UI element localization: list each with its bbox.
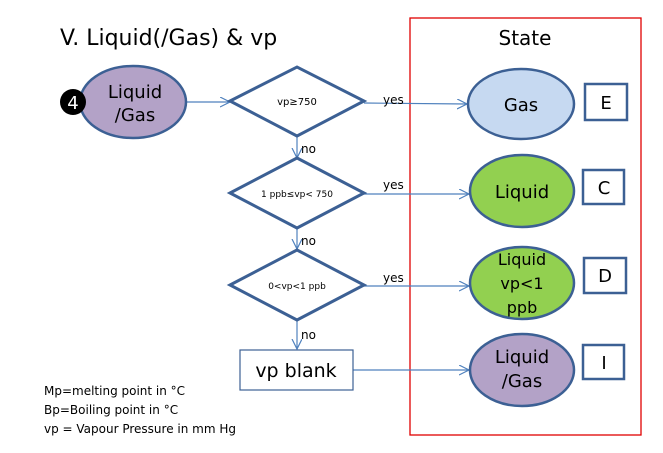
decision-diamond bbox=[226, 248, 368, 322]
vp-blank-node: vp blank bbox=[239, 349, 354, 391]
step-badge bbox=[60, 89, 86, 115]
state-label-line1: Liquid bbox=[495, 347, 549, 368]
state-ellipse bbox=[468, 332, 576, 408]
state-code-box bbox=[582, 256, 628, 295]
state-panel-title: State bbox=[499, 26, 552, 50]
state-liquid-gas: Liquid /Gas I bbox=[468, 332, 626, 408]
diagram-title: V. Liquid(/Gas) & vp bbox=[60, 26, 277, 51]
d2-yes-label: yes bbox=[383, 178, 404, 192]
d3-yes-label: yes bbox=[383, 271, 404, 285]
state-code-box bbox=[583, 82, 629, 122]
state-code: I bbox=[601, 353, 606, 374]
decision-diamond bbox=[226, 156, 368, 230]
d2-no-label: no bbox=[301, 234, 316, 248]
d1-no-label: no bbox=[301, 142, 316, 156]
state-ellipse bbox=[468, 245, 576, 321]
state-gas: Gas E bbox=[466, 67, 629, 141]
state-label: Liquid bbox=[495, 182, 549, 203]
state-code: C bbox=[598, 178, 611, 199]
vp-blank-box bbox=[239, 349, 354, 391]
state-label-line2: vp<1 bbox=[500, 274, 543, 293]
decision-label: 0<vp<1 ppb bbox=[268, 282, 326, 292]
state-label-line3: ppb bbox=[507, 298, 537, 317]
connector-d1-yes bbox=[363, 103, 467, 104]
decision-label: vp≥750 bbox=[277, 97, 317, 108]
legend-line: Mp=melting point in °C bbox=[44, 384, 185, 398]
state-code: E bbox=[600, 93, 611, 114]
state-code-box bbox=[581, 343, 626, 381]
state-frame bbox=[409, 17, 642, 436]
connectors bbox=[186, 102, 469, 370]
d1-yes-label: yes bbox=[383, 93, 404, 107]
state-label: Gas bbox=[504, 95, 538, 116]
start-label-line2: /Gas bbox=[115, 105, 155, 126]
start-node: Liquid /Gas 4 bbox=[60, 64, 188, 140]
state-ellipse bbox=[468, 153, 576, 229]
decision-label: 1 ppb≤vp< 750 bbox=[261, 190, 333, 200]
state-liquid-low-vp: Liquid vp<1 ppb D bbox=[468, 245, 628, 321]
decision-1: vp≥750 bbox=[226, 65, 368, 138]
legend: Mp=melting point in °C Bp=Boiling point … bbox=[44, 384, 236, 436]
state-code-box bbox=[581, 168, 626, 206]
state-liquid: Liquid C bbox=[468, 153, 626, 229]
start-label-line1: Liquid bbox=[108, 82, 162, 103]
state-ellipse bbox=[466, 67, 576, 141]
state-code: D bbox=[598, 266, 612, 287]
d3-no-label: no bbox=[301, 328, 316, 342]
legend-line: vp = Vapour Pressure in mm Hg bbox=[44, 422, 236, 436]
state-label-line1: Liquid bbox=[498, 250, 546, 269]
step-badge-number: 4 bbox=[67, 93, 78, 114]
legend-line: Bp=Boiling point in °C bbox=[44, 403, 178, 417]
decision-2: 1 ppb≤vp< 750 bbox=[226, 156, 368, 230]
state-label-line2: /Gas bbox=[502, 371, 542, 392]
decision-3: 0<vp<1 ppb bbox=[226, 248, 368, 322]
vp-blank-label: vp blank bbox=[255, 360, 336, 382]
decision-diamond bbox=[226, 65, 368, 138]
